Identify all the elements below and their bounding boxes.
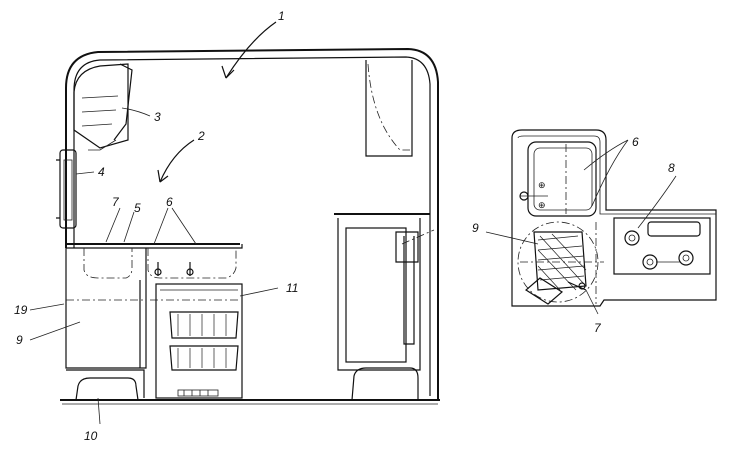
label-6-left: 6 (166, 195, 173, 209)
svg-text:⊕: ⊕ (538, 180, 546, 190)
interior-section-view (29, 21, 440, 425)
label-9-left: 9 (16, 333, 23, 347)
label-1: 1 (278, 9, 285, 23)
label-6-right: 6 (632, 135, 639, 149)
label-11: 11 (286, 281, 298, 295)
label-8: 8 (668, 161, 675, 175)
label-4: 4 (98, 165, 105, 179)
label-9-right: 9 (472, 221, 479, 235)
label-2: 2 (197, 129, 205, 143)
label-7-left: 7 (112, 195, 120, 209)
svg-text:⊕: ⊕ (538, 200, 546, 210)
label-10: 10 (84, 429, 98, 443)
label-3: 3 (154, 110, 161, 124)
label-19: 19 (14, 303, 28, 317)
plan-view: ⊕ ⊕ (485, 129, 717, 315)
label-7-right: 7 (594, 321, 602, 335)
label-5: 5 (134, 201, 141, 215)
